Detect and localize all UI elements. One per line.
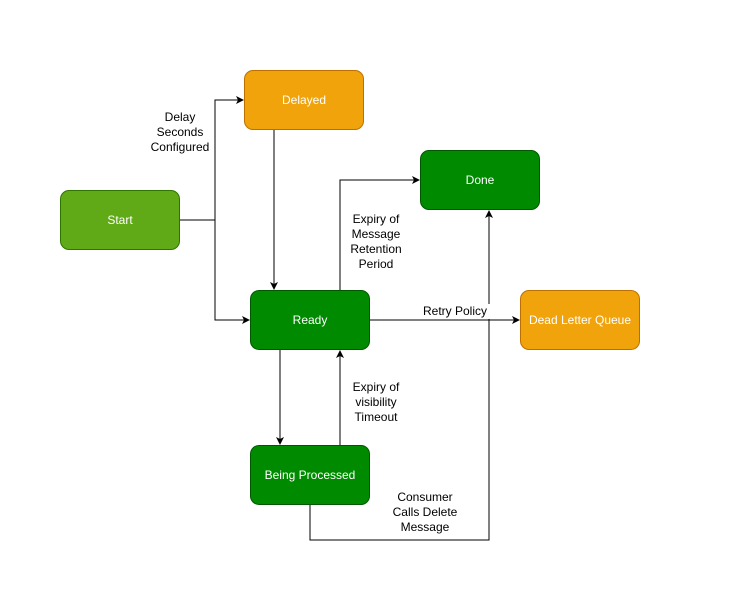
label-retention-expiry: Expiry of Message Retention Period xyxy=(350,212,402,271)
label-retry-policy: Retry Policy xyxy=(418,304,492,319)
edge-processing-to-done xyxy=(309,210,493,541)
node-being-processed[interactable]: Being Processed xyxy=(250,445,370,505)
node-done[interactable]: Done xyxy=(420,150,540,210)
node-dead-letter-queue[interactable]: Dead Letter Queue xyxy=(520,290,640,350)
edge-start-to-delayed xyxy=(180,96,244,221)
node-delayed[interactable]: Delayed xyxy=(244,70,364,130)
label-delay-seconds: Delay Seconds Configured xyxy=(150,110,210,154)
edge-start-to-ready xyxy=(214,220,250,324)
node-start[interactable]: Start xyxy=(60,190,180,250)
label-visibility-timeout: Expiry of visibility Timeout xyxy=(352,380,400,424)
edge-ready-to-done xyxy=(339,176,420,290)
label-consumer-delete: Consumer Calls Delete Message xyxy=(392,490,458,534)
node-ready[interactable]: Ready xyxy=(250,290,370,350)
